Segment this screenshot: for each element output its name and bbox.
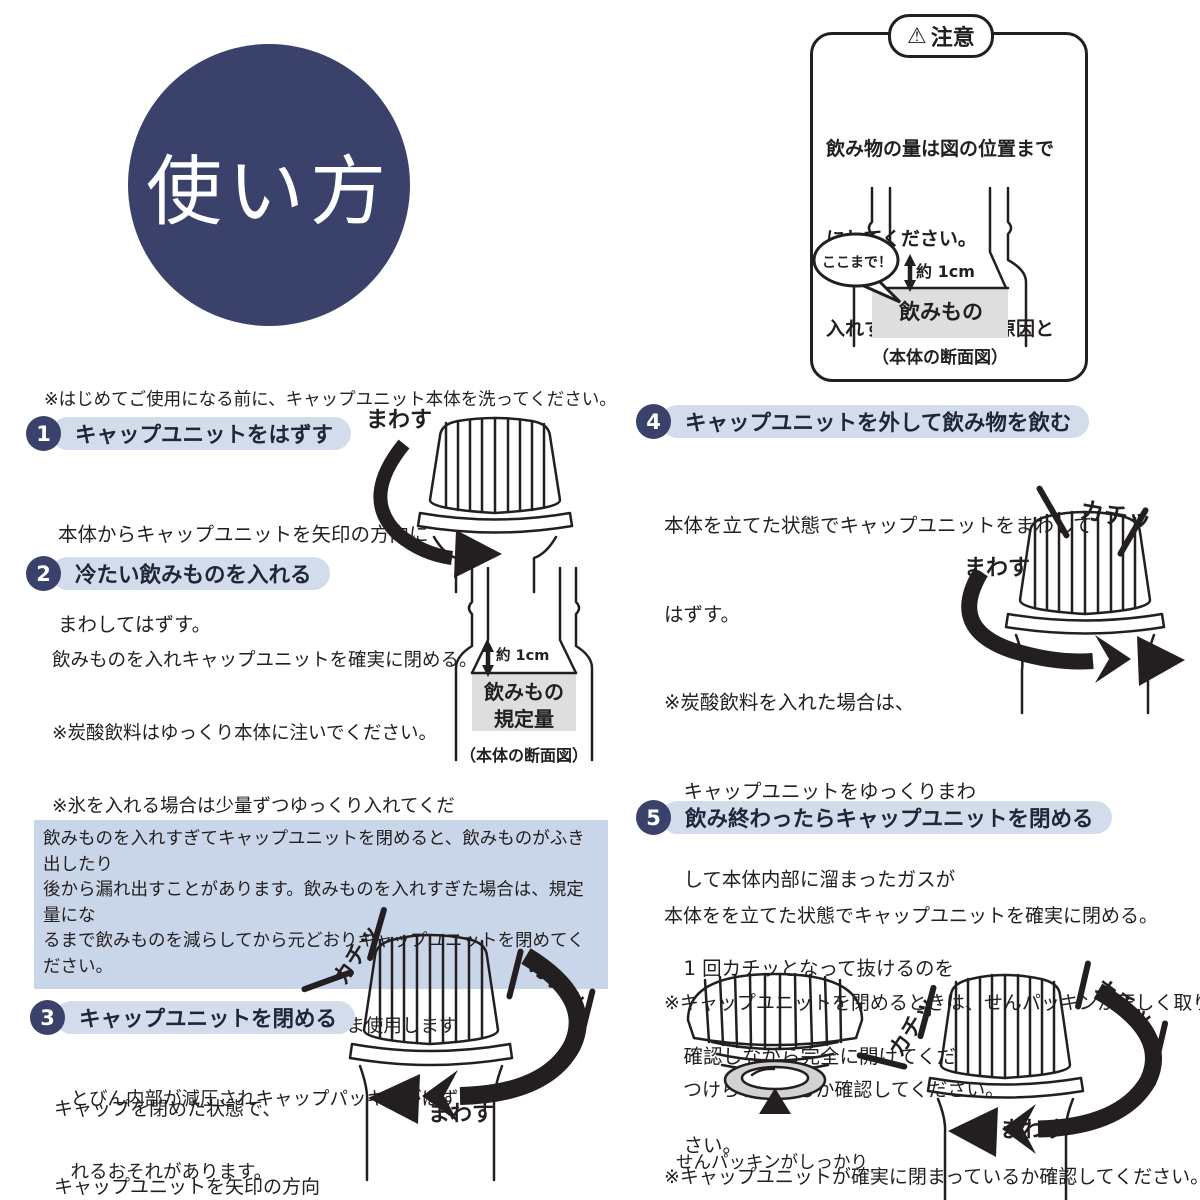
step-5-header: 5 飲み終わったらキャップユニットを閉める — [636, 800, 1112, 835]
step-3-title: キャップユニットを閉める — [55, 1001, 356, 1034]
text-line: はずす。 — [664, 602, 741, 626]
packing-ring-inner — [740, 1065, 810, 1091]
drink-limit-label-line2: 規定量 — [494, 707, 554, 731]
text-line: キャップユニットを矢印の方向 — [54, 1176, 321, 1198]
rotate-label: まわす — [366, 408, 433, 433]
text-line: さい。 — [664, 1133, 743, 1157]
step-3-body: キャップを閉めた状態で、 キャップユニットを矢印の方向 に 2 回カチッとまわし… — [54, 1044, 344, 1200]
rotate-arrow-head — [1137, 636, 1185, 686]
step-1-title: キャップユニットをはずす — [51, 417, 352, 450]
rotate-arrow-chevron — [1002, 1104, 1036, 1154]
rotate-label: まわす — [964, 556, 1031, 581]
drink-limit-fill-area — [472, 673, 576, 731]
text-line: 飲み物の量は図の位置まで — [826, 138, 1055, 160]
text-line: 飲みものを入れすぎてキャップユニットを閉めると、飲みものがふき出したり — [43, 829, 585, 875]
speech-bubble — [812, 232, 900, 288]
text-line: れるおそれがあります。 — [52, 1162, 273, 1184]
text-line: 本体からキャップユニットを矢印の方向に — [58, 523, 429, 546]
rotate-arrow — [459, 948, 587, 1105]
text-line: ※炭酸飲料はゆっくり本体に注いでください。 — [52, 723, 437, 745]
approx-1cm-label: 約 1cm — [496, 648, 550, 664]
rotate-arrow-head — [948, 1107, 998, 1157]
first-use-note: ※はじめてご使用になる前に、キャップユニット本体を洗ってください。 — [44, 390, 617, 410]
text-line: キャップを閉めた状態で、 — [54, 1098, 282, 1120]
rotate-arrow — [961, 567, 1094, 670]
fill-to-here-bubble-label: ここまで！ — [822, 255, 892, 271]
page-title-circle: 使い方 — [128, 44, 410, 326]
arrow-up — [904, 254, 916, 266]
text-line: キャップユニットをゆっくりまわ — [664, 779, 977, 803]
step-4-title: キャップユニットを外して飲み物を飲む — [661, 405, 1090, 438]
step-2-bottle-cross-section — [454, 566, 594, 762]
warning-triangle-icon: ⚠ — [907, 23, 927, 49]
page-title: 使い方 — [146, 147, 392, 236]
caution-badge: ⚠ 注意 — [888, 14, 994, 58]
cross-section-caption: （本体の断面図） — [872, 348, 1008, 368]
rotate-arrow-chevron — [422, 1070, 458, 1122]
step-2-header: 2 冷たい飲みものを入れる — [26, 556, 330, 591]
arrow-up — [482, 640, 494, 652]
overflow-warning-note: 飲みものを入れすぎてキャップユニットを閉めると、飲みものがふき出したり 後から漏… — [34, 820, 608, 989]
text-line: ※炭酸飲料を入れた場合は、 — [664, 691, 915, 714]
caution-badge-label: 注意 — [930, 26, 975, 51]
step-2-number-badge: 2 — [26, 556, 61, 591]
text-line: ※氷を入れる場合は少量ずつゆっくり入れてくだ — [52, 796, 455, 818]
drink-limit-label-line1: 飲みもの — [484, 680, 564, 704]
rotate-arrow — [373, 439, 454, 565]
step-4-header: 4 キャップユニットを外して飲み物を飲む — [636, 404, 1090, 439]
caution-bottle-cross-section — [812, 186, 1028, 348]
drink-label: 飲みもの — [899, 300, 983, 324]
text-line: とびん内部が減圧されキャップパッキンがはず — [52, 1089, 459, 1111]
step-4-number-badge: 4 — [636, 404, 671, 439]
step-1-body: 本体からキャップユニットを矢印の方向に まわしてはずす。 — [58, 460, 429, 700]
rotate-arrow-head — [454, 530, 502, 578]
approx-1cm-label: 約 1cm — [916, 262, 975, 281]
arrow-down — [904, 280, 916, 292]
step-5-close-cap-illustration — [926, 973, 1162, 1200]
rotate-arrow-head — [368, 1074, 420, 1124]
step-5-packing-cap-illustration — [686, 972, 864, 1114]
step-3-close-cap-illustration — [348, 933, 587, 1182]
rotate-label: まわす — [1000, 1118, 1067, 1143]
step-1-number-badge: 1 — [26, 416, 61, 451]
rotate-arrow-chevron — [1095, 635, 1131, 683]
pointer-triangle — [759, 1088, 791, 1114]
rotate-arrow — [1037, 983, 1162, 1138]
step-1-cap-illustration — [373, 416, 574, 594]
rotate-label: まわす — [428, 1102, 495, 1127]
text-line: 本体を立てた状態でキャップユニットをまわして — [664, 514, 1093, 537]
packing-note: せんパッキンがしっかり 取付けられているか ご確認ください。 — [676, 1110, 868, 1200]
cross-section-caption: （本体の断面図） — [459, 746, 588, 765]
step-3-header: 3 キャップユニットを閉める — [30, 1000, 356, 1035]
text-line: せんパッキンがしっかり — [676, 1153, 868, 1173]
step-5-number-badge: 5 — [636, 800, 671, 835]
text-line: 本体をを立てた状態でキャップユニットを確実に閉める。 — [664, 905, 1159, 927]
text-line: まわしてはずす。 — [58, 613, 212, 636]
text-line: して本体内部に溜まったガスが — [664, 868, 956, 891]
arrow-down — [482, 665, 494, 677]
text-line: 後から漏れ出すことがあります。飲みものを入れすぎた場合は、規定量にな — [43, 880, 584, 926]
step-5-title: 飲み終わったらキャップユニットを閉める — [661, 801, 1112, 834]
step-3-number-badge: 3 — [30, 1000, 65, 1035]
step-2-title: 冷たい飲みものを入れる — [51, 557, 330, 590]
text-line: 飲みものを入れキャップユニットを確実に閉める。 — [52, 649, 478, 671]
step-1-header: 1 キャップユニットをはずす — [26, 416, 352, 451]
step-4-open-cap-illustration — [961, 510, 1185, 715]
